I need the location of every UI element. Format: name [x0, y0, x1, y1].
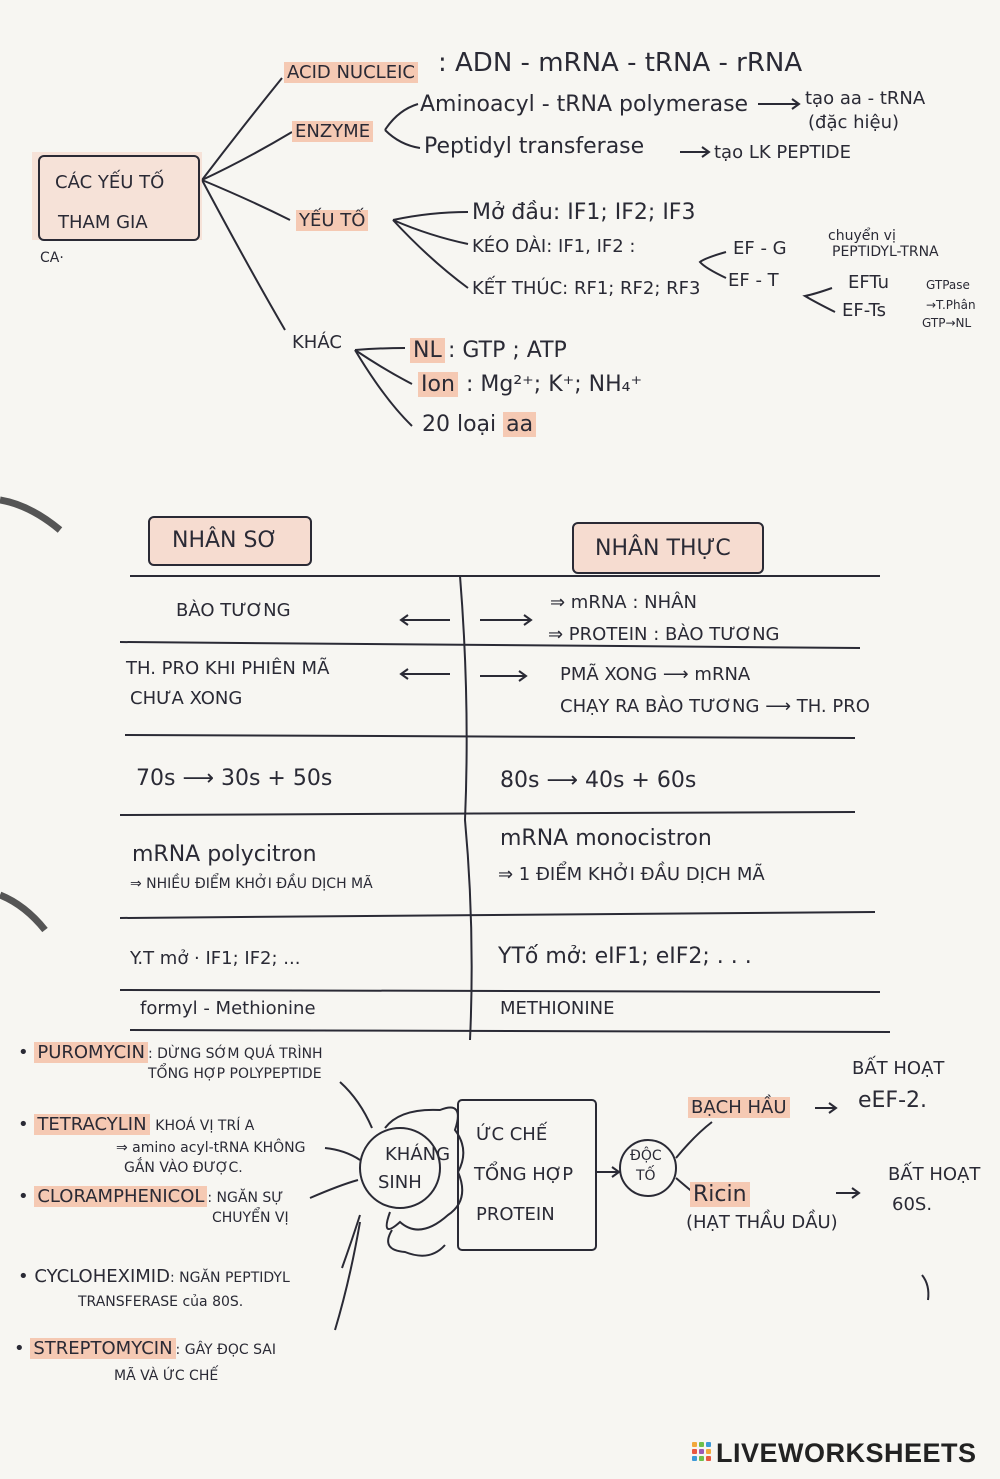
root-note: CA· [40, 250, 64, 266]
factors-label: YẾU TỐ [296, 210, 369, 231]
toxin-line2: TỐ [636, 1168, 656, 1184]
row1-right-line2: ⇒ PROTEIN : BÀO TƯƠNG [548, 624, 780, 645]
ef-t-label: EF - T [728, 270, 779, 291]
tetracylin-desc3: GẮN VÀO ĐƯỢC. [124, 1160, 243, 1176]
factor-initiation: Mở đầu: IF1; IF2; IF3 [472, 200, 696, 225]
root-label-line2: THAM GIA [58, 212, 148, 233]
antibiotic-puromycin: • PUROMYCIN: DỪNG SỚM QUÁ TRÌNH [18, 1042, 323, 1063]
ef-g-label: EF - G [733, 238, 787, 259]
toxin-line1: ĐỘC [630, 1148, 662, 1164]
ion-label: Ion [418, 372, 458, 397]
amino-acid-item: 20 loại aa [422, 412, 537, 437]
antibiotic-cloramphenicol: • CLORAMPHENICOL: NGĂN SỰ [18, 1186, 284, 1207]
eukaryote-header: NHÂN THỰC [595, 536, 731, 561]
tetracylin-desc1: KHOÁ VỊ TRÍ A [155, 1118, 255, 1134]
antibiotic-center-line2: SINH [378, 1172, 422, 1193]
acid-nucleic-label: ACID NUCLEIC [284, 62, 418, 83]
streptomycin-name: STREPTOMYCIN [30, 1338, 176, 1359]
row4-left-line1: mRNA polycitron [132, 842, 317, 867]
other-label: KHÁC [292, 332, 342, 353]
ef-ts-label: EF-Ts [842, 300, 886, 321]
puromycin-desc2: TỔNG HỢP POLYPEPTIDE [148, 1066, 322, 1082]
puromycin-desc1: : DỪNG SỚM QUÁ TRÌNH [147, 1046, 323, 1062]
row4-right-line2: ⇒ 1 ĐIỂM KHỞI ĐẦU DỊCH MÃ [498, 864, 765, 885]
row4-right-line1: mRNA monocistron [500, 826, 712, 851]
enzyme-aminoacyl-result-line2: (đặc hiệu) [808, 112, 900, 133]
enzyme-peptidyl-result: tạo LK PEPTIDE [714, 142, 851, 163]
factor-termination: KẾT THÚC: RF1; RF2; RF3 [472, 278, 701, 299]
row4-left-line2: ⇒ NHIỀU ĐIỂM KHỞI ĐẦU DỊCH MÃ [130, 876, 373, 892]
row2-left-line2: CHƯA XONG [130, 688, 243, 709]
antibiotic-cycloheximid: • CYCLOHEXIMID: NGĂN PEPTIDYL [18, 1266, 290, 1287]
inhibit-line3: PROTEIN [476, 1204, 555, 1225]
ricin-effect-line2: 60S. [892, 1194, 933, 1215]
enzyme-aminoacyl-result-line1: tạo aa - tRNA [805, 88, 926, 109]
ef-tu-label: EFTu [848, 272, 890, 293]
diphtheria-effect-line1: BẤT HOẠT [852, 1058, 945, 1079]
cycloheximid-desc1: : NGĂN PEPTIDYL [169, 1270, 290, 1286]
row1-left: BÀO TƯƠNG [176, 600, 291, 621]
eukaryote-header-box [572, 522, 764, 574]
tetracylin-desc2: ⇒ amino acyl-tRNA KHÔNG [116, 1140, 306, 1156]
cloramphenicol-name: CLORAMPHENICOL [34, 1186, 208, 1207]
row2-left-line1: TH. PRO KHI PHIÊN MÃ [126, 658, 330, 679]
amino-acid-highlight: aa [503, 412, 537, 437]
prokaryote-header: NHÂN SƠ [172, 528, 278, 553]
factor-elongation: KÉO DÀI: IF1, IF2 : [472, 236, 636, 257]
prokaryote-header-box [148, 516, 312, 566]
inhibit-line2: TỔNG HỢP [474, 1164, 574, 1185]
gtpase-note-line2: →T.Phân [926, 298, 976, 312]
row3-left: 70s ⟶ 30s + 50s [136, 766, 333, 791]
cloramphenicol-desc1: : NGĂN SỰ [207, 1190, 284, 1206]
antibiotic-streptomycin: • STREPTOMYCIN: GÂY ĐỌC SAI [14, 1338, 277, 1359]
enzyme-item-aminoacyl: Aminoacyl - tRNA polymerase [420, 92, 749, 117]
gtpase-note-line1: GTPase [926, 278, 970, 292]
inhibit-line1: ỨC CHẾ [476, 1124, 548, 1145]
row5-right: YTố mở: eIF1; eIF2; . . . [498, 944, 752, 969]
root-label-line1: CÁC YẾU TỐ [55, 172, 165, 193]
row1-right-line1: ⇒ mRNA : NHÂN [550, 592, 697, 613]
root-node-box [38, 155, 200, 241]
liveworksheets-logo-icon [692, 1442, 712, 1468]
row6-left: formyl - Methionine [140, 998, 316, 1019]
watermark-text: LIVEWORKSHEETS [716, 1438, 977, 1468]
row6-right: METHIONINE [500, 998, 615, 1019]
toxin-diphtheria: BẠCH HẦU [688, 1097, 790, 1118]
gtpase-note-line3: GTP→NL [922, 316, 972, 330]
streptomycin-desc1: : GÂY ĐỌC SAI [175, 1342, 277, 1358]
ef-g-note-line2: PEPTIDYL-TRNA [832, 244, 939, 260]
puromycin-name: PUROMYCIN [34, 1042, 148, 1063]
ricin-effect-line1: BẤT HOẠT [888, 1164, 981, 1185]
enzyme-item-peptidyl: Peptidyl transferase [424, 134, 645, 159]
antibiotic-tetracylin: • TETRACYLIN KHOÁ VỊ TRÍ A [18, 1114, 255, 1135]
enzyme-label: ENZYME [292, 121, 374, 142]
toxin-ricin: Ricin [690, 1182, 750, 1207]
antibiotic-center-line1: KHÁNG [385, 1144, 451, 1165]
nl-value: : GTP ; ATP [448, 338, 567, 363]
ion-value: : Mg²⁺; K⁺; NH₄⁺ [466, 372, 643, 397]
cycloheximid-name: CYCLOHEXIMID [34, 1266, 170, 1287]
ef-g-note-line1: chuyển vị [828, 228, 896, 244]
row5-left: Y.T mở · IF1; IF2; ... [130, 948, 301, 969]
streptomycin-desc2: MÃ VÀ ỨC CHẾ [114, 1368, 219, 1384]
liveworksheets-watermark: LIVEWORKSHEETS [692, 1438, 992, 1472]
cloramphenicol-desc2: CHUYỂN VỊ [212, 1210, 289, 1226]
tetracylin-name: TETRACYLIN [34, 1114, 150, 1135]
row2-right-line2: CHẠY RA BÀO TƯƠNG ⟶ TH. PRO [560, 696, 870, 717]
nl-label: NL [410, 338, 445, 363]
diphtheria-effect-line2: eEF-2. [858, 1088, 928, 1113]
acid-nucleic-value: : ADN - mRNA - tRNA - rRNA [438, 48, 803, 78]
row3-right: 80s ⟶ 40s + 60s [500, 768, 697, 793]
row2-right-line1: PMÃ XONG ⟶ mRNA [560, 664, 751, 685]
cycloheximid-desc2: TRANSFERASE của 80S. [78, 1294, 244, 1310]
amino-acid-prefix: 20 loại [422, 412, 504, 437]
ricin-source: (HẠT THẦU DẦU) [686, 1212, 838, 1233]
